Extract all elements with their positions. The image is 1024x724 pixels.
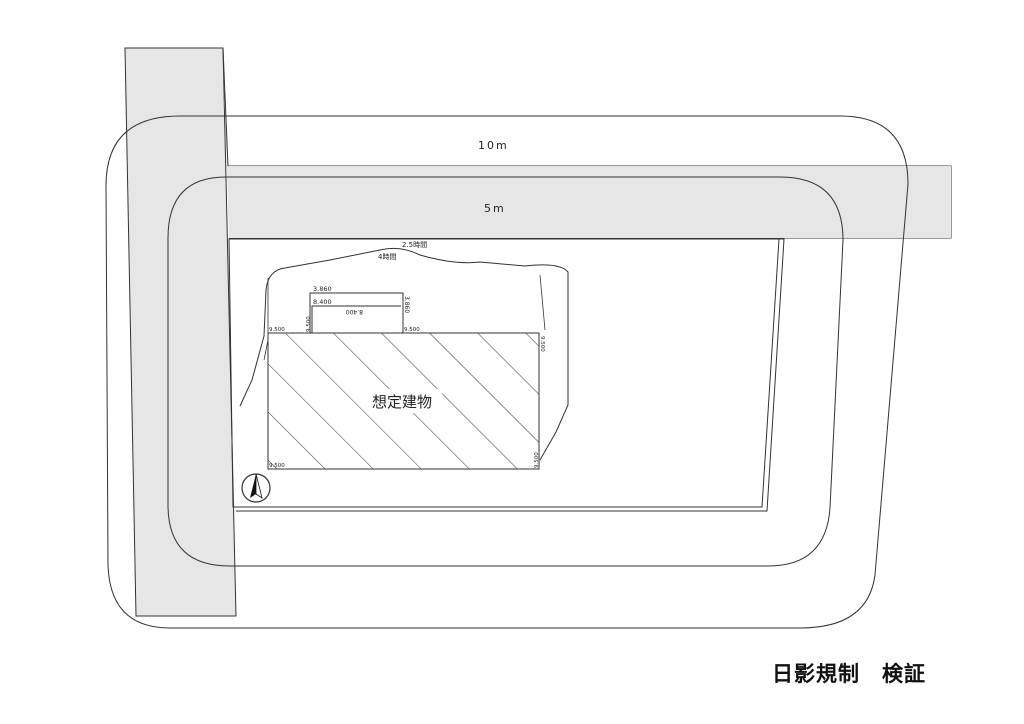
dim-main-right-side: 9.500 — [539, 336, 545, 352]
dim-bottom-right: 9.500 — [534, 452, 540, 468]
dim-main-left-side: 9.500 — [306, 316, 312, 332]
five-meter-line — [167, 176, 844, 567]
dim-main-mid: 9.500 — [404, 327, 420, 333]
dim-step-top-level: 3.860 — [313, 285, 332, 293]
shadow-contour — [239, 247, 569, 461]
upper-floors — [309, 292, 404, 333]
two-point-five-hour-label: 2.5時間 — [402, 241, 427, 249]
dim-bottom-left: 9.500 — [269, 463, 285, 469]
north-arrow-icon — [241, 473, 271, 503]
dim-step-top-right: 3.860 — [403, 296, 410, 313]
ten-meter-label: 10m — [478, 139, 509, 152]
road-horizontal-fill — [228, 166, 951, 238]
dim-upper-floor-right: 8.400 — [346, 308, 363, 315]
dim-upper-floor-left: 8.400 — [313, 298, 332, 306]
dim-main-left: 9.500 — [269, 327, 285, 333]
road-vertical — [124, 47, 237, 617]
drawing-title: 日影規制 検証 — [772, 662, 926, 686]
ten-meter-line — [105, 115, 909, 629]
roads — [124, 47, 952, 617]
site-boundary — [228, 238, 785, 512]
building-label: 想定建物 — [372, 393, 432, 411]
five-meter-label: 5m — [484, 202, 506, 215]
four-hour-label: 4時間 — [378, 253, 396, 261]
